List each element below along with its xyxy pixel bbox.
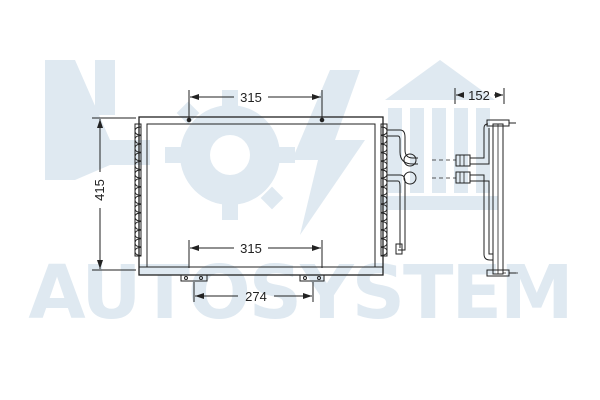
left-coil-loop-5 bbox=[134, 169, 142, 179]
side-u-pipe-outer bbox=[470, 123, 489, 159]
left-coil-loop-13 bbox=[134, 238, 142, 248]
left-coil-loop-4 bbox=[134, 160, 142, 170]
right-coil-loop-10 bbox=[380, 212, 388, 222]
left-coil-loop-7 bbox=[134, 186, 142, 196]
bracket-right bbox=[299, 274, 325, 282]
watermark-lightning-shape bbox=[292, 70, 365, 235]
dim-side-arrow-left bbox=[456, 92, 464, 98]
left-coil-loop-14 bbox=[134, 246, 142, 256]
left-coil-loops bbox=[134, 126, 142, 256]
right-coil-loop-6 bbox=[380, 178, 388, 188]
watermark-gear-hole bbox=[210, 135, 250, 175]
right-coil-loop-5 bbox=[380, 169, 388, 179]
bracket-left-hole-2 bbox=[199, 276, 203, 280]
dim-side-arrow-right bbox=[495, 92, 503, 98]
left-coil-loop-12 bbox=[134, 229, 142, 239]
right-coil-loop-13 bbox=[380, 238, 388, 248]
right-coil-loop-2 bbox=[380, 143, 388, 153]
right-coil-loop-4 bbox=[380, 160, 388, 170]
watermark-text: AUTOSYSTEM bbox=[28, 250, 571, 336]
left-coil-loop-0 bbox=[134, 126, 142, 136]
condenser-bottom-rail bbox=[138, 266, 384, 276]
bracket-right-hole-2 bbox=[317, 276, 321, 280]
left-coil-loop-8 bbox=[134, 195, 142, 205]
left-coil-loop-6 bbox=[134, 178, 142, 188]
right-coil-loop-9 bbox=[380, 203, 388, 213]
right-coil-loop-14 bbox=[380, 246, 388, 256]
right-coil-loop-7 bbox=[380, 186, 388, 196]
watermark-temple-shape bbox=[380, 60, 498, 210]
dimension-bracket-spacing bbox=[193, 282, 314, 302]
condenser-side-view bbox=[432, 119, 520, 277]
dim-height-arrow-top bbox=[97, 119, 103, 128]
left-coil-loop-2 bbox=[134, 143, 142, 153]
condenser-front-view bbox=[134, 116, 418, 282]
bracket-right-hole-1 bbox=[303, 276, 307, 280]
left-coil-loop-11 bbox=[134, 221, 142, 231]
side-fitting-upper bbox=[455, 154, 471, 167]
pipe-fitting-upper bbox=[403, 153, 417, 167]
dimension-top-width bbox=[186, 90, 325, 123]
bracket-left bbox=[180, 274, 208, 282]
dim-height-arrow-bottom bbox=[97, 260, 103, 269]
left-coil-loop-1 bbox=[134, 135, 142, 145]
pipe-clamp bbox=[395, 243, 403, 255]
dim-top-arrow-left bbox=[190, 94, 199, 100]
right-coil-loops bbox=[380, 126, 388, 256]
right-coil-loop-12 bbox=[380, 229, 388, 239]
dim-top-width-label: 315 bbox=[240, 90, 262, 105]
right-coil-loop-8 bbox=[380, 195, 388, 205]
outlet-pipe-upper-inner bbox=[387, 135, 418, 165]
watermark-figure-shape bbox=[45, 60, 150, 180]
right-coil-loop-3 bbox=[380, 152, 388, 162]
dimension-side-depth bbox=[454, 88, 505, 104]
dim-bracket-arrow-left bbox=[195, 293, 204, 299]
left-coil-loop-10 bbox=[134, 212, 142, 222]
dim-bracket-spacing-label: 274 bbox=[245, 289, 267, 304]
dimension-inner-width bbox=[188, 240, 323, 268]
dim-inner-width-label: 315 bbox=[240, 241, 262, 256]
dim-side-depth-label: 152 bbox=[468, 88, 490, 103]
dim-height-label: 415 bbox=[92, 179, 107, 201]
side-u-pipe-lower bbox=[470, 174, 493, 261]
outlet-pipe-lower-inner bbox=[387, 180, 401, 248]
pipe-fitting-lower bbox=[403, 171, 417, 185]
right-coil-loop-1 bbox=[380, 135, 388, 145]
dim-inner-arrow-left bbox=[190, 245, 199, 251]
right-coil-loop-0 bbox=[380, 126, 388, 136]
left-coil-loop-9 bbox=[134, 203, 142, 213]
dim-top-arrow-right bbox=[312, 94, 321, 100]
dimension-height bbox=[92, 117, 136, 271]
dim-inner-arrow-right bbox=[312, 245, 321, 251]
dim-bracket-arrow-right bbox=[303, 293, 312, 299]
dim-top-point-left bbox=[186, 117, 192, 123]
left-coil-loop-3 bbox=[134, 152, 142, 162]
dim-top-point-right bbox=[319, 117, 325, 123]
watermark-logo: AUTOSYSTEM bbox=[28, 60, 574, 336]
side-u-pipe-inner bbox=[470, 128, 490, 165]
side-fitting-lower bbox=[455, 171, 471, 184]
side-u-pipe-inner-lower bbox=[470, 180, 493, 255]
outlet-pipe-upper bbox=[387, 129, 418, 159]
bracket-left-hole-1 bbox=[184, 276, 188, 280]
right-coil-loop-11 bbox=[380, 221, 388, 231]
